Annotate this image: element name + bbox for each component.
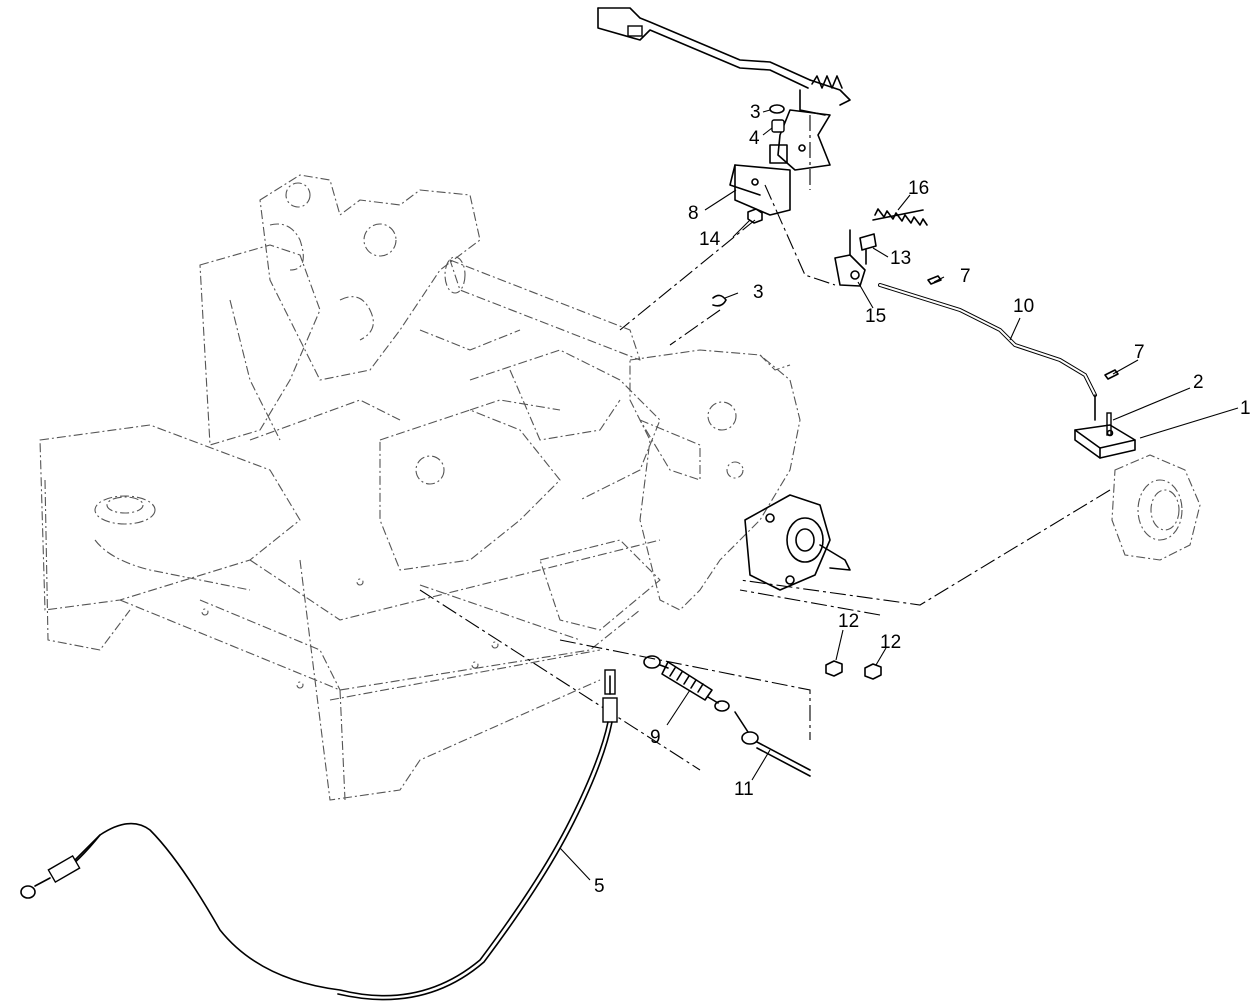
plate-1 [1074,424,1136,459]
chassis-frame-ghost [39,174,801,801]
nut-12-left [825,660,843,677]
nut-12-right [864,663,882,680]
callout-12-right: 12 [880,632,901,653]
upper-control-rod [597,7,851,171]
callout-7-lower: 7 [1134,342,1145,363]
callout-7-upper: 7 [960,266,971,287]
pivot-bracket [729,164,791,216]
callout-4: 4 [749,128,760,149]
pin-7-lower [1104,369,1119,380]
rod-10 [878,283,1097,421]
callout-9: 9 [650,727,661,748]
eye-rod-11 [734,711,811,777]
callout-1: 1 [1240,398,1251,419]
bracket-15 [834,229,866,287]
callout-2: 2 [1193,372,1204,393]
callout-15: 15 [865,306,886,327]
alignment-lines [419,115,1111,771]
callout-5: 5 [594,876,605,897]
callout-11: 11 [734,779,754,800]
clutch-housing [1111,454,1201,561]
bolt-13 [859,233,877,265]
callout-3-middle: 3 [753,282,764,303]
leader-lines [559,109,1239,881]
pump-assembly [744,494,851,591]
callout-14: 14 [699,229,721,250]
pin-7-upper [927,275,942,285]
callout-10: 10 [1013,296,1034,317]
bushing [769,119,788,164]
callout-13: 13 [890,248,911,269]
extension-spring-9 [643,655,730,712]
clip-top [769,104,785,114]
callout-3-top: 3 [750,102,761,123]
spring-16 [872,208,928,226]
control-cable-5 [20,669,618,1001]
callout-16: 16 [908,178,929,199]
clip-middle [712,294,727,307]
callout-labels: 1 2 3 3 4 5 7 7 8 9 10 11 12 12 13 14 15… [594,102,1251,897]
callout-8: 8 [688,203,699,224]
nut-14 [747,208,763,224]
callout-12-left: 12 [838,611,859,632]
